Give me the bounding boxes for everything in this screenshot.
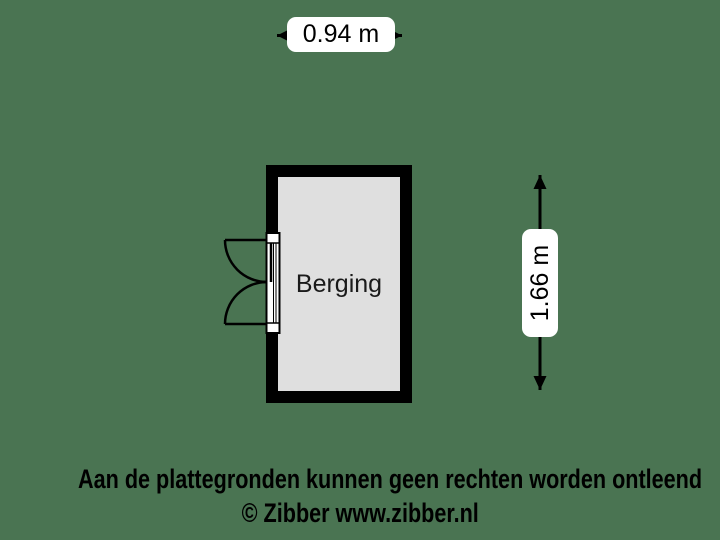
height-dimension-label: 1.66 m <box>522 229 558 337</box>
arrow-down-icon <box>533 376 547 390</box>
arrow-left-icon <box>277 30 288 41</box>
copyright-text: © Zibber www.zibber.nl <box>0 496 720 530</box>
width-dimension-label: 0.94 m <box>287 17 395 52</box>
door-swing-arc-bottom <box>223 280 268 325</box>
disclaimer-text: Aan de plattegronden kunnen geen rechten… <box>0 462 720 496</box>
room-floor <box>278 177 400 391</box>
height-dimension-label-text: 1.66 m <box>526 244 554 322</box>
copyright-text-content: © Zibber www.zibber.nl <box>241 498 479 528</box>
double-door-icon <box>223 232 281 334</box>
footer: Aan de plattegronden kunnen geen rechten… <box>0 462 720 530</box>
arrow-up-icon <box>533 175 547 189</box>
door-swing-arc-top <box>223 239 268 284</box>
disclaimer-text-content: Aan de plattegronden kunnen geen rechten… <box>78 464 703 494</box>
room-name-label: Berging <box>295 269 383 298</box>
